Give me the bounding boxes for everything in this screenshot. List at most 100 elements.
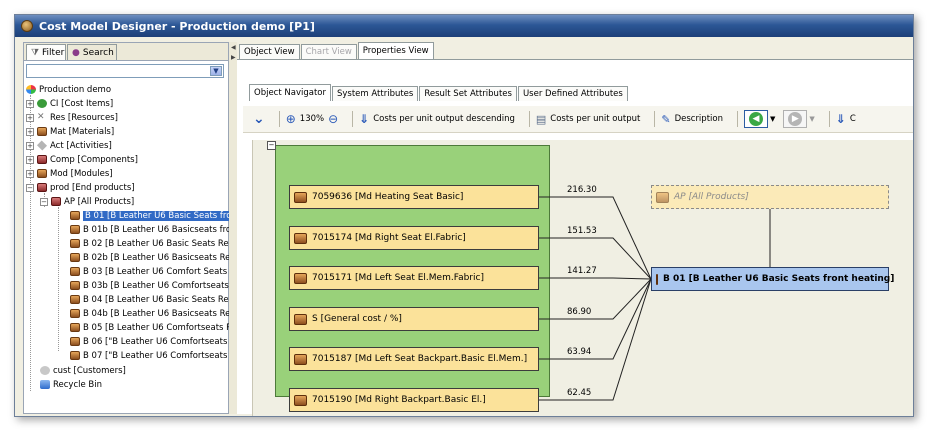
source-node[interactable]: 7015174 [Md Right Seat El.Fabric]	[289, 226, 539, 250]
tree-item-label: Res [Resources]	[50, 112, 118, 123]
tree-item-label: cust [Customers]	[53, 365, 126, 376]
tree-item[interactable]: − prod [End products]	[26, 181, 135, 194]
tab-chart-view[interactable]: Chart View	[300, 44, 357, 59]
expand-plus-icon[interactable]: +	[26, 141, 34, 150]
edge-value-label: 86.90	[567, 307, 592, 317]
left-panel: ⧩ Filter ● Search ▼ Production demo +	[23, 42, 242, 414]
tab-label: Chart View	[305, 47, 352, 57]
source-node[interactable]: 7015187 [Md Left Seat Backpart.Basic El.…	[289, 347, 539, 371]
tree-item[interactable]: + Mod [Modules]	[26, 167, 113, 180]
tree-item[interactable]: B 06 ["B Leather U6 Comfortseats fro	[70, 335, 242, 348]
tab-filter[interactable]: ⧩ Filter	[26, 44, 66, 60]
source-node[interactable]: 7015190 [Md Right Backpart.Basic El.]	[289, 388, 539, 412]
view-tab-strip: Object View Chart View Properties View	[239, 42, 435, 59]
product-box-icon	[70, 309, 80, 318]
tree-item[interactable]: B 01b [B Leather U6 Basicseats front	[70, 223, 240, 236]
tab-result-set-attributes[interactable]: Result Set Attributes	[419, 86, 517, 101]
chevron-down-icon[interactable]: ▼	[809, 115, 815, 123]
tree-item[interactable]: + Comp [Components]	[26, 153, 138, 166]
box-icon	[294, 191, 307, 203]
collapse-minus-icon[interactable]: −	[26, 183, 34, 192]
source-node-label: 7015171 [Md Left Seat El.Mem.Fabric]	[312, 273, 484, 283]
project-icon	[26, 85, 36, 94]
source-node-label: 7015174 [Md Right Seat El.Fabric]	[312, 233, 466, 243]
navigator-toolbar: ⌄ ⊕ 130% ⊖ ⇓ Costs per unit output desce…	[243, 106, 913, 133]
arrow-left-icon[interactable]: ◀	[231, 44, 236, 51]
truncated-sort-button[interactable]: ⇓ C	[836, 112, 856, 126]
tree-item-label: B 06 ["B Leather U6 Comfortseats fro	[83, 336, 242, 347]
tree-item-selected[interactable]: B 01 [B Leather U6 Basic Seats front	[70, 209, 243, 222]
expand-plus-icon[interactable]: +	[26, 155, 34, 164]
components-icon	[37, 155, 47, 164]
tab-object-navigator[interactable]: Object Navigator	[249, 84, 331, 101]
tree-item[interactable]: B 07 ["B Leather U6 Comfortseats Re	[70, 349, 241, 362]
filter-combobox[interactable]: ▼	[26, 64, 224, 78]
left-tab-strip: ⧩ Filter ● Search	[24, 43, 228, 61]
expand-plus-icon[interactable]: +	[26, 99, 34, 108]
tree-item[interactable]: B 02 [B Leather U6 Basic Seats Rear	[70, 237, 237, 250]
toolbar-separator	[654, 111, 656, 127]
target-node[interactable]: B 01 [B Leather U6 Basic Seats front hea…	[651, 267, 894, 291]
expand-plus-icon[interactable]: +	[26, 169, 34, 178]
tree-item-label: Act [Activities]	[50, 140, 112, 151]
modules-icon	[37, 169, 47, 178]
tab-system-attributes[interactable]: System Attributes	[331, 86, 419, 101]
source-node[interactable]: S [General cost / %]	[289, 307, 539, 331]
tree-item[interactable]: Production demo	[26, 83, 111, 96]
tree-item[interactable]: − AP [All Products]	[40, 195, 134, 208]
collapse-minus-icon[interactable]: −	[267, 141, 276, 150]
tree-item[interactable]: B 04b [B Leather U6 Basicseats Rear	[70, 307, 239, 320]
tab-filter-label: Filter	[42, 47, 65, 58]
tab-object-view[interactable]: Object View	[239, 44, 300, 59]
sort-descending-label: Costs per unit output descending	[373, 114, 515, 124]
costs-per-unit-label: Costs per unit output	[550, 114, 641, 124]
arrow-right-icon[interactable]: ▶	[231, 54, 236, 61]
box-icon	[294, 232, 307, 244]
toolbar-separator	[736, 111, 738, 127]
back-button[interactable]: ◀	[743, 110, 768, 128]
tree-item[interactable]: B 03 [B Leather U6 Comfort Seats fro	[70, 265, 241, 278]
source-node[interactable]: 7015171 [Md Left Seat El.Mem.Fabric]	[289, 266, 539, 290]
table-icon: ▤	[535, 112, 547, 126]
forward-button[interactable]: ▶	[783, 110, 808, 128]
sort-descending-button[interactable]: ⇓ Costs per unit output descending	[359, 112, 515, 126]
tree-item[interactable]: B 02b [B Leather U6 Basicseats Rear	[70, 251, 239, 264]
end-products-icon	[37, 183, 47, 192]
tree-item-label: Production demo	[39, 84, 112, 95]
navigator-canvas: − 7059636 [Md Heating Seat Basic] 7015174…	[252, 140, 913, 416]
tab-user-defined-attributes[interactable]: User Defined Attributes	[517, 86, 628, 101]
costs-per-unit-button[interactable]: ▤ Costs per unit output	[536, 113, 640, 126]
expand-plus-icon[interactable]: +	[26, 113, 34, 122]
source-node[interactable]: 7059636 [Md Heating Seat Basic]	[289, 185, 539, 209]
box-icon	[294, 272, 307, 284]
zoom-out-icon[interactable]: ⊖	[328, 112, 339, 126]
expand-plus-icon[interactable]: +	[26, 127, 34, 136]
tree-item[interactable]: B 05 [B Leather U6 Comfortseats Rea	[70, 321, 242, 334]
tree-item[interactable]: + ✕ Res [Resources]	[26, 111, 118, 124]
recycle-bin-icon	[40, 380, 50, 389]
collapse-minus-icon[interactable]: −	[40, 197, 48, 206]
parent-node[interactable]: AP [All Products]	[651, 185, 889, 209]
product-box-icon	[70, 295, 80, 304]
tree-item[interactable]: cust [Customers]	[40, 364, 126, 377]
tree-item[interactable]: B 03b [B Leather U6 Comfortseats fr	[70, 279, 238, 292]
tree-item-label: B 01b [B Leather U6 Basicseats front	[83, 224, 240, 235]
tree-item[interactable]: + Mat [Materials]	[26, 125, 114, 138]
tab-properties-view[interactable]: Properties View	[357, 42, 434, 59]
toolbar-separator	[528, 111, 530, 127]
panel-splitter[interactable]: ◀ ▶	[229, 42, 237, 414]
tree-item[interactable]: Recycle Bin	[40, 378, 102, 391]
truncated-label: C	[849, 114, 856, 124]
product-box-icon	[70, 337, 80, 346]
tree-item-label: CI [Cost Items]	[50, 98, 114, 109]
tree-item[interactable]: + CI [Cost Items]	[26, 97, 113, 110]
tree-item[interactable]: B 04 [B Leather U6 Basic Seats Rear	[70, 293, 237, 306]
chevron-down-icon[interactable]: ▼	[210, 66, 222, 76]
double-chevron-down-icon[interactable]: ⌄	[253, 111, 265, 127]
tree-item[interactable]: + Act [Activities]	[26, 139, 112, 152]
description-button[interactable]: ✎ Description	[661, 113, 723, 126]
chevron-down-icon[interactable]: ▼	[769, 115, 776, 123]
tab-search[interactable]: ● Search	[67, 44, 117, 60]
product-box-icon	[70, 351, 80, 360]
zoom-in-icon[interactable]: ⊕	[285, 112, 296, 126]
